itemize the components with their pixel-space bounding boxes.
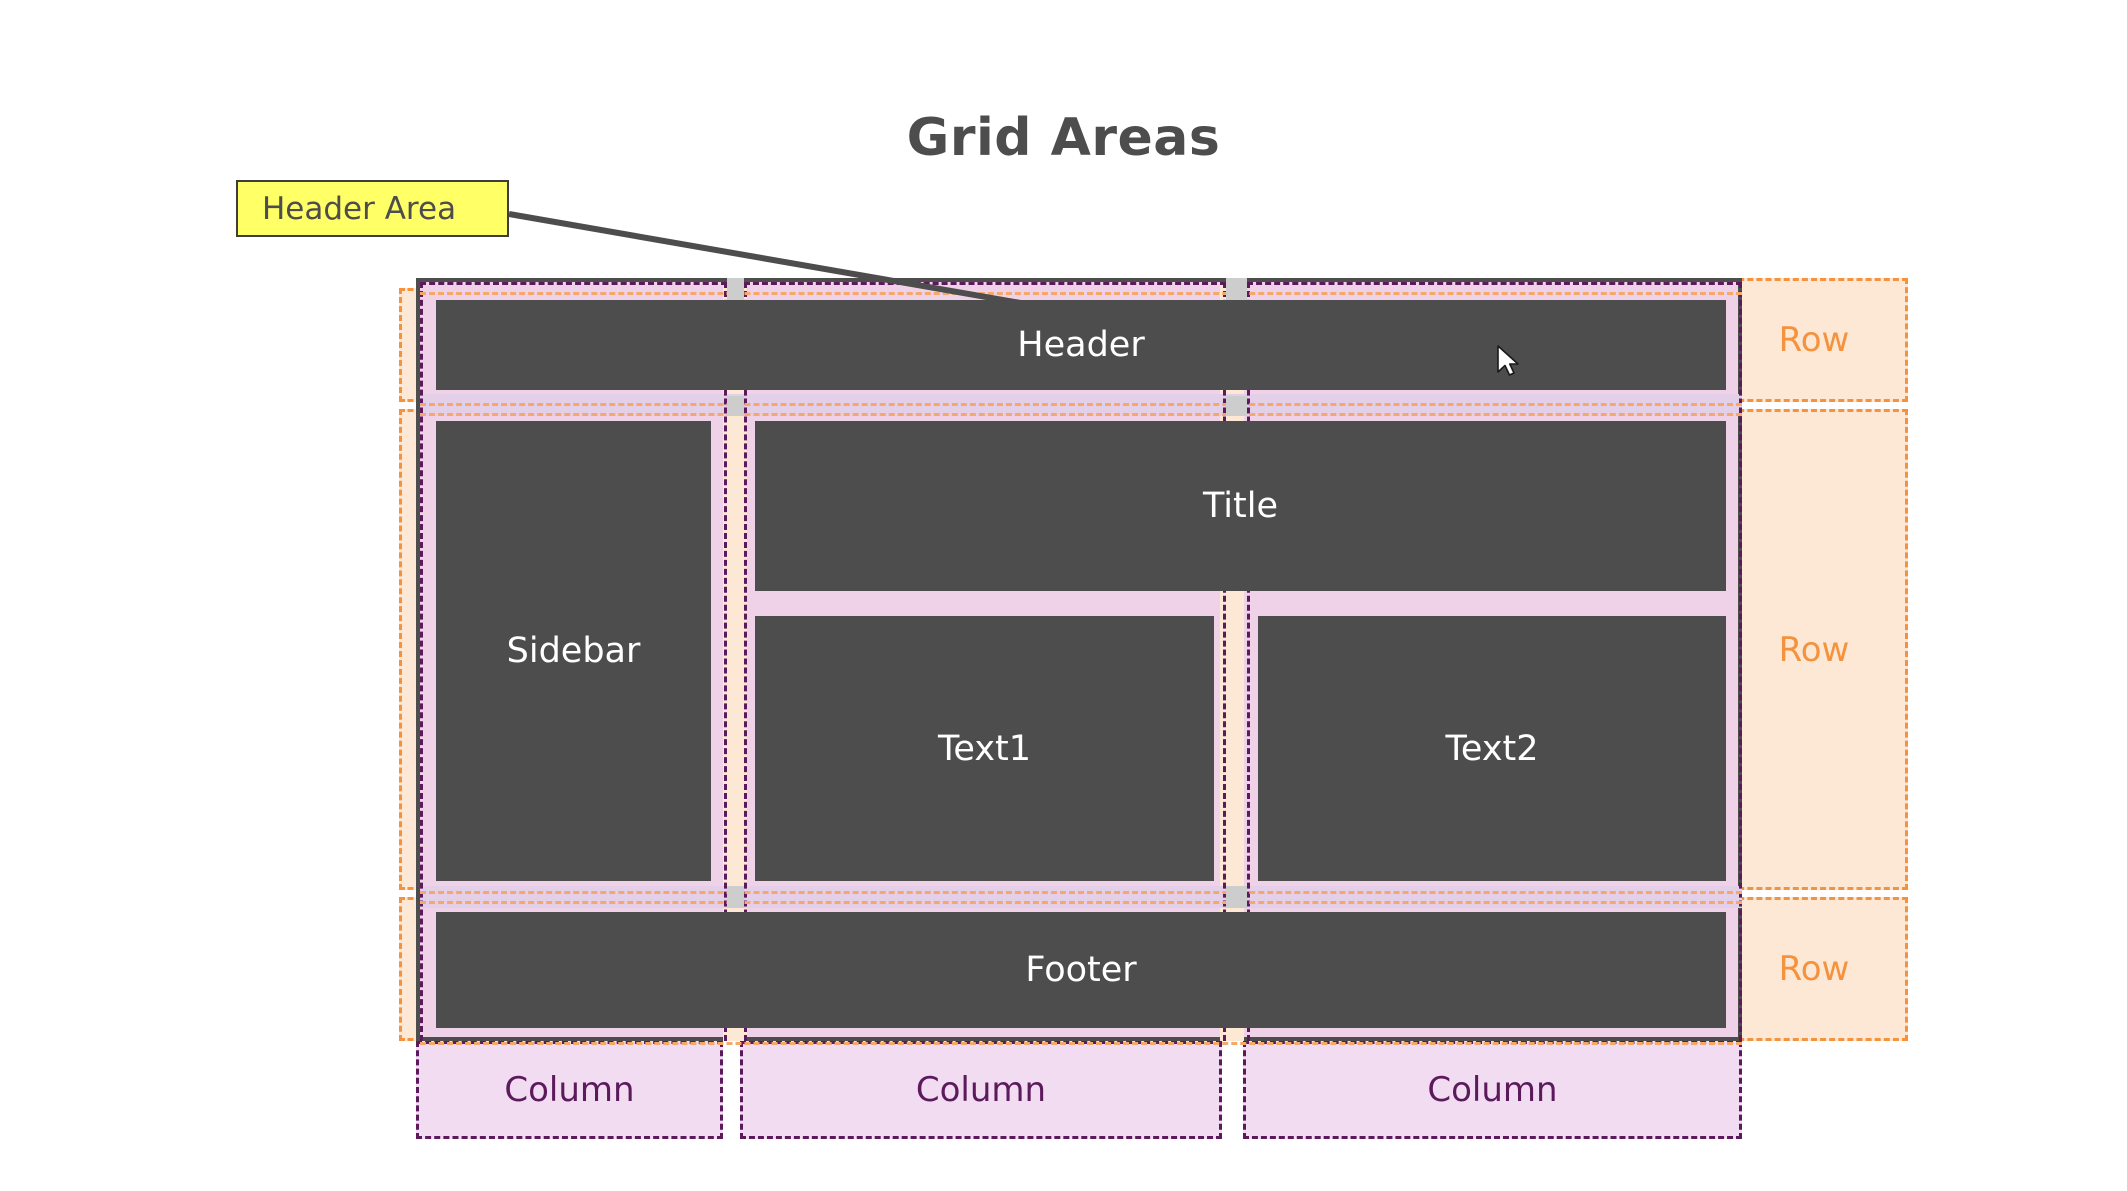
row-guide-2: Row (1720, 409, 1908, 890)
column-tick-mid-2 (1226, 396, 1247, 416)
grid-area-label: Text2 (1445, 728, 1539, 769)
column-overlay-3 (1247, 282, 1742, 1041)
column-overlay-top-1 (420, 282, 727, 285)
row-overlay-3 (420, 901, 1742, 1045)
grid-area-label: Sidebar (506, 631, 641, 671)
grid-area-footer[interactable]: Footer (436, 912, 1726, 1028)
column-overlay-top-2 (744, 282, 1226, 285)
row-guide-label: Row (1778, 320, 1850, 360)
column-tick-top-1 (727, 278, 744, 300)
column-tick-mid2-2 (1226, 886, 1247, 908)
column-overlay-top-3 (1247, 282, 1742, 285)
column-guide-1: Column (416, 1041, 723, 1139)
page-title: Grid Areas (906, 108, 1221, 168)
row-guide-label: Row (1778, 949, 1850, 989)
grid-area-label: Header (1017, 325, 1145, 365)
column-guide-label: Column (504, 1070, 635, 1110)
callout-header-area[interactable]: Header Area (236, 180, 509, 237)
column-tick-mid2-1 (727, 886, 744, 908)
column-guide-2: Column (740, 1041, 1222, 1139)
column-overlay-1 (420, 282, 727, 1041)
row-overlay-1 (420, 292, 1742, 406)
grid-container: Header Sidebar Title Text1 Text2 Footer (416, 278, 1742, 1045)
row-guide-1: Row (1720, 278, 1908, 402)
grid-area-text2[interactable]: Text2 (1258, 616, 1726, 881)
column-overlay-2 (744, 282, 1226, 1041)
row-overlay-2 (420, 413, 1742, 894)
grid-area-label: Text1 (937, 728, 1032, 769)
column-tick-top-2 (1226, 278, 1247, 300)
column-tick-mid-1 (727, 396, 744, 416)
row-guide-label: Row (1778, 629, 1850, 670)
grid-area-label: Footer (1025, 950, 1137, 990)
grid-area-label: Title (1202, 486, 1278, 526)
column-guide-3: Column (1243, 1041, 1742, 1139)
callout-label: Header Area (262, 190, 457, 227)
grid-area-text1[interactable]: Text1 (755, 616, 1214, 881)
column-guide-label: Column (915, 1070, 1047, 1110)
grid-area-sidebar[interactable]: Sidebar (436, 421, 711, 881)
grid-area-title[interactable]: Title (755, 421, 1726, 591)
grid-area-header[interactable]: Header (436, 300, 1726, 390)
row-guide-3: Row (1720, 897, 1908, 1041)
column-guide-label: Column (1427, 1070, 1558, 1110)
